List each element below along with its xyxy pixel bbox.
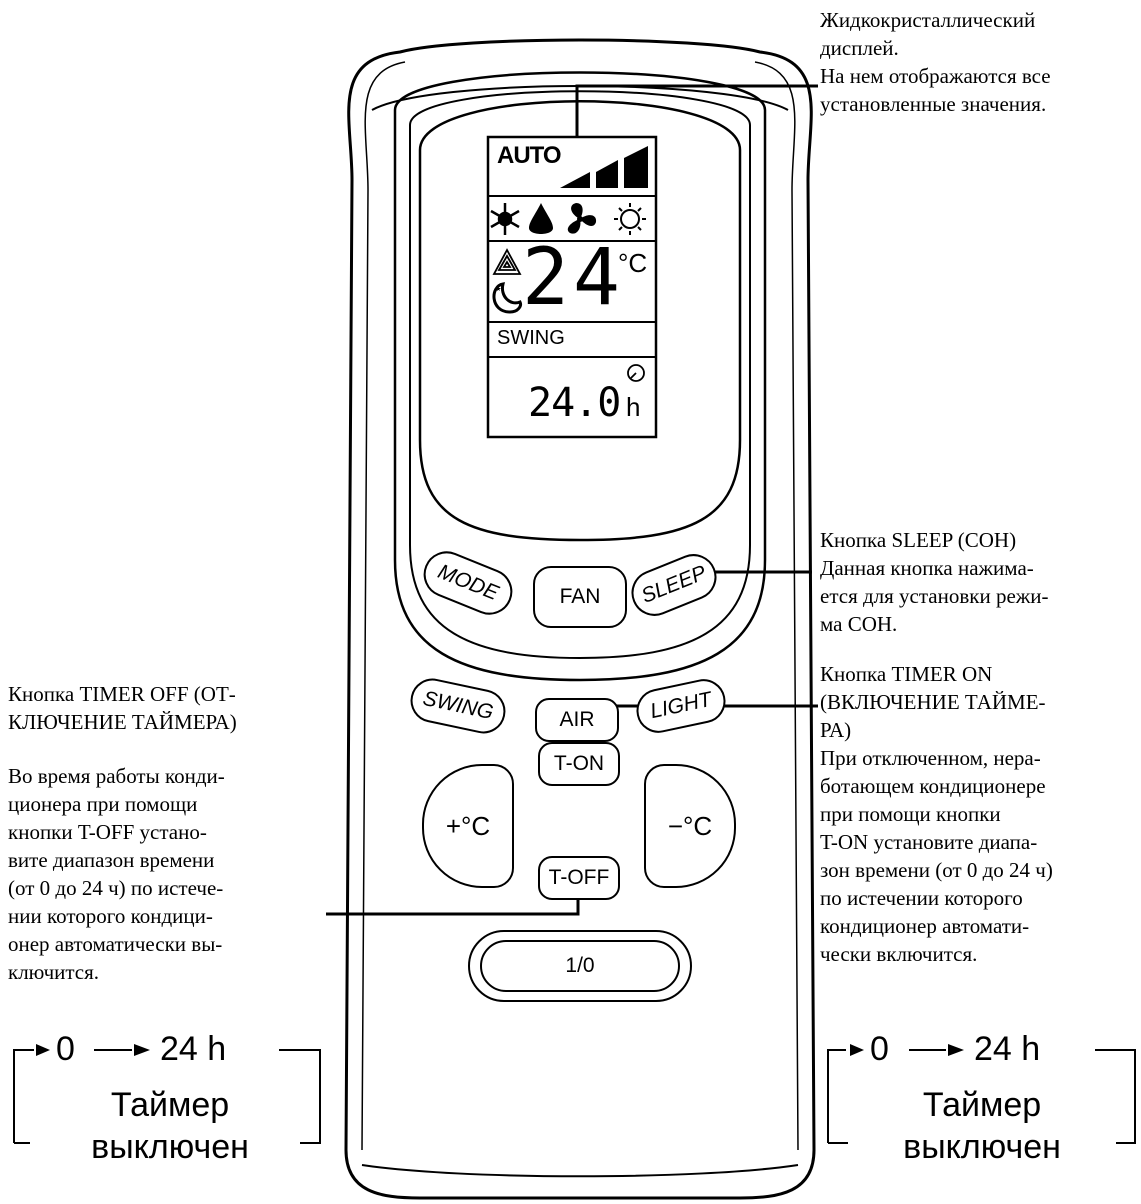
annotation-spacer: [8, 736, 326, 762]
timer-label-line: Таймер: [922, 1086, 1042, 1124]
lcd-frame: [486, 135, 658, 439]
t-on-button[interactable]: T-ON: [538, 742, 620, 786]
remote-body-inner-edge: [361, 61, 799, 1151]
annotation-line: (от 0 до 24 ч) по истече-: [8, 876, 224, 900]
lcd-temperature: 24: [522, 233, 624, 323]
left-timer-bracket: [13, 1049, 321, 1144]
annotation-line: зон времени (от 0 до 24 ч): [820, 858, 1053, 882]
annotation-line: ма СОН.: [820, 612, 898, 636]
annotation-line: ключится.: [8, 960, 100, 984]
fan-button[interactable]: FAN: [533, 566, 627, 628]
left-timer-from: 0: [56, 1030, 75, 1068]
air-button[interactable]: AIR: [535, 698, 619, 742]
right-timer-label: Таймер выключен: [852, 1084, 1112, 1168]
t-off-leader-line: [326, 899, 580, 916]
snowflake-icon: [490, 203, 520, 235]
t-off-button[interactable]: T-OFF: [538, 856, 620, 900]
annotation-line: нии которого кондици-: [8, 904, 213, 928]
annotation-title: Кнопка TIMER ON: [820, 662, 993, 686]
upper-panel-inner: [409, 90, 751, 660]
annotation-line: кондиционер автомати-: [820, 914, 1030, 938]
sleep-annotation: Кнопка SLEEP (СОН) Данная кнопка нажима-…: [820, 526, 1136, 638]
lcd-timer-unit: h: [626, 392, 641, 422]
lcd-mode-label: AUTO: [497, 142, 562, 169]
display-annotation: Жидкокристаллический дисплей. На нем ото…: [820, 6, 1138, 118]
remote-bottom-edge: [361, 1164, 799, 1178]
power-button[interactable]: 1/0: [480, 940, 680, 992]
temp-up-button[interactable]: +°C: [422, 764, 514, 888]
annotation-title: КЛЮЧЕНИЕ ТАЙМЕРА): [8, 710, 237, 734]
timer-label-line: Таймер: [110, 1086, 230, 1124]
lcd-timer-value: 24.0: [528, 380, 621, 426]
lcd-swing-label: SWING: [497, 327, 565, 349]
clock-icon: [627, 364, 645, 382]
annotation-line: кнопки T-OFF устано-: [8, 820, 207, 844]
moon-icon: [492, 282, 522, 314]
annotation-line: При отключенном, нера-: [820, 746, 1041, 770]
right-arrow-icon-1: [850, 1044, 864, 1056]
right-timer-from: 0: [870, 1030, 889, 1068]
power-button-frame: [468, 930, 692, 1002]
annotation-line: при помощи кнопки: [820, 802, 1001, 826]
annotation-line: ботающем кондиционере: [820, 774, 1046, 798]
left-timer-label: Таймер выключен: [40, 1084, 300, 1168]
left-arrow-icon-2: [134, 1044, 150, 1056]
annotation-line: дисплей.: [820, 36, 899, 60]
timer-label-line: выключен: [91, 1128, 249, 1166]
drop-icon: [529, 203, 553, 234]
temp-down-button[interactable]: −°C: [644, 764, 736, 888]
timer-label-line: выключен: [903, 1128, 1061, 1166]
remote-outer-body: [344, 38, 816, 1200]
timer-off-annotation: Кнопка TIMER OFF (ОТ- КЛЮЧЕНИЕ ТАЙМЕРА) …: [8, 680, 326, 986]
annotation-line: вите диапазон времени: [8, 848, 215, 872]
upper-panel: [393, 71, 767, 682]
annotation-line: ционера при помощи: [8, 792, 198, 816]
annotation-title: Кнопка TIMER OFF (ОТ-: [8, 682, 236, 706]
lcd-temp-unit: °C: [618, 248, 648, 278]
annotation-line: T-ON установите диапа-: [820, 830, 1038, 854]
annotation-line: по истечении которого: [820, 886, 1023, 910]
annotation-line: Данная кнопка нажима-: [820, 556, 1034, 580]
right-timer-to: 24 h: [974, 1030, 1041, 1068]
left-timer-to: 24 h: [160, 1030, 227, 1068]
annotation-title: Кнопка SLEEP (СОН): [820, 528, 1017, 552]
annotation-line: Жидкокристаллический: [820, 8, 1036, 32]
fan-speed-bars-icon: [560, 146, 648, 188]
annotation-line: установленные значения.: [820, 92, 1047, 116]
warning-triangle-icon: [492, 248, 522, 275]
timer-on-annotation: Кнопка TIMER ON (ВКЛЮЧЕНИЕ ТАЙМЕ- РА) Пр…: [820, 660, 1136, 968]
display-leader-line: [575, 84, 818, 137]
right-timer-bracket: [827, 1049, 1136, 1144]
annotation-line: Во время работы конди-: [8, 764, 225, 788]
left-arrow-icon-1: [36, 1044, 50, 1056]
annotation-title: РА): [820, 718, 852, 742]
sun-icon: [614, 203, 646, 235]
fan-icon: [567, 203, 597, 234]
annotation-title: (ВКЛЮЧЕНИЕ ТАЙМЕ-: [820, 690, 1046, 714]
annotation-line: онер автоматически вы-: [8, 932, 223, 956]
annotation-line: ется для установки режи-: [820, 584, 1049, 608]
right-arrow-icon-2: [948, 1044, 964, 1056]
annotation-line: чески включится.: [820, 942, 978, 966]
annotation-line: На нем отображаются все: [820, 64, 1051, 88]
star-icon: [496, 286, 501, 291]
lcd-window: [418, 100, 742, 542]
